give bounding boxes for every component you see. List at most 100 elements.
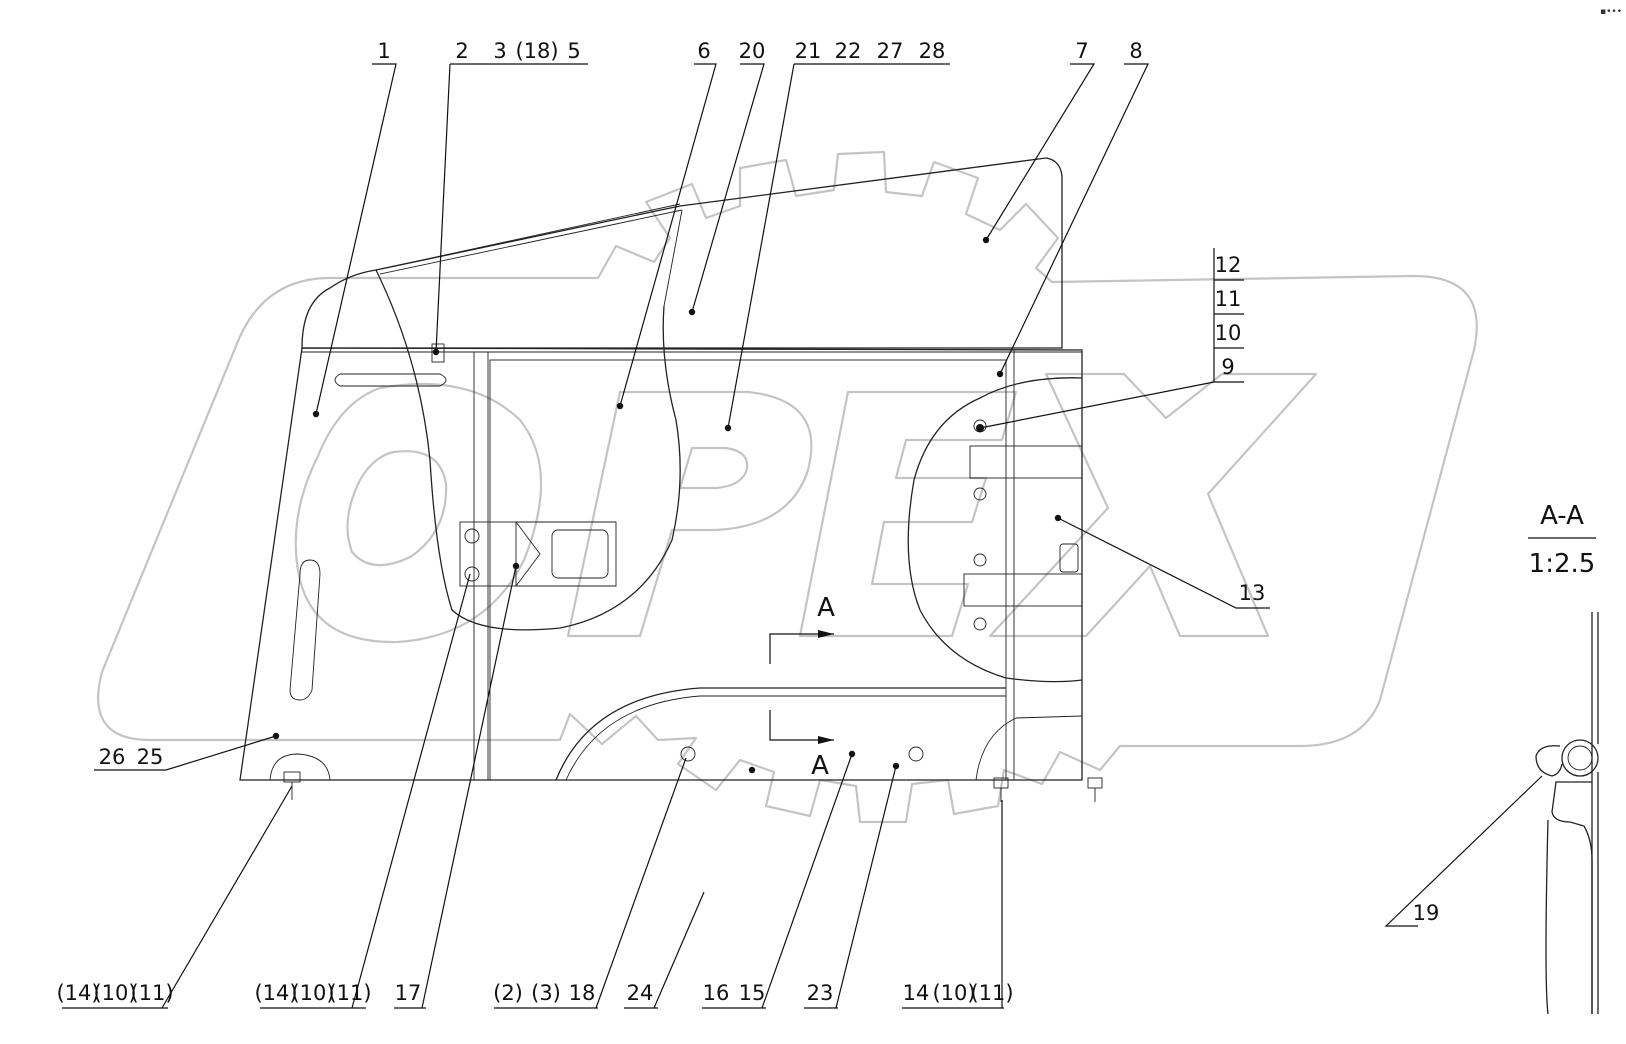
section-arrow-lower [769, 710, 834, 741]
part-wheel-arch-inner [565, 695, 1006, 781]
label-8: 8 [1129, 39, 1142, 63]
label-bottom-17: 17 [395, 981, 422, 1005]
label-21: 21 [795, 39, 822, 63]
bolt-arch-left [680, 746, 696, 762]
leader-14-10-11-mid [351, 573, 471, 1009]
label-bottom-10-a: (10) [93, 981, 136, 1005]
leader-dot-20 [688, 308, 696, 316]
bolt-lock-lower [464, 566, 480, 582]
leader-dot-6 [616, 402, 624, 410]
part-right-bracket-lower [963, 573, 1083, 607]
bolt-right-2 [973, 487, 987, 501]
label-18-paren: (18) [515, 39, 558, 63]
leader-24 [653, 891, 705, 1009]
leader-14-10-11-left [161, 785, 293, 1009]
part-lock-plate [459, 521, 517, 587]
label-bottom-15: 15 [739, 981, 766, 1005]
label-bottom-3: (3) [531, 981, 561, 1005]
section-mark-lower: A [811, 751, 829, 781]
leader-19 [1384, 775, 1543, 927]
leader-dot-8 [996, 370, 1004, 378]
watermark-letter-e [798, 390, 1018, 638]
part-labels: ▪••• 1 2 3 (18) 5 6 20 21 22 27 28 7 8 1… [56, 7, 1622, 1005]
section-view-a-a: A-A 1:2.5 [1528, 501, 1599, 1015]
leader-20 [691, 63, 765, 313]
leader-26-25 [94, 735, 277, 771]
label-bottom-14-b: (14) [254, 981, 297, 1005]
label-19: 19 [1413, 901, 1440, 925]
part-bottom-arch-left [269, 753, 331, 781]
label-bottom-11-c: (11) [970, 981, 1013, 1005]
label-7: 7 [1075, 39, 1088, 63]
label-25: 25 [137, 745, 164, 769]
bolt-top [431, 343, 445, 363]
bolt-right-3 [973, 553, 987, 567]
leader-dot-9 [976, 424, 984, 432]
panel-assembly [239, 157, 1103, 802]
part-right-bracket-upper [969, 445, 1083, 479]
section-seal-tube [1561, 739, 1599, 777]
section-cut-markers: A A [769, 593, 835, 781]
bolt-head-right-2 [1087, 777, 1103, 789]
section-seal-tube-inner [1567, 745, 1593, 771]
leader-1 [315, 63, 397, 415]
section-title: A-A [1540, 501, 1584, 531]
section-mark-upper: A [817, 593, 835, 623]
leader-dot-7 [982, 236, 990, 244]
label-28: 28 [919, 39, 946, 63]
opex-watermark-logo [97, 150, 1478, 824]
bolt-right-4 [973, 617, 987, 631]
part-wheel-arch [555, 687, 1006, 781]
part-lower-slot [289, 559, 321, 701]
leader-21 [727, 63, 795, 429]
leader-6 [619, 63, 717, 407]
leader-dot-21 [724, 424, 732, 432]
label-3: 3 [493, 39, 506, 63]
label-bottom-14-c: 14 [903, 981, 930, 1005]
leader-dot-24 [748, 766, 756, 774]
leader-17 [421, 565, 517, 1009]
label-bottom-11-a: (11) [130, 981, 173, 1005]
watermark-letter-p [566, 390, 813, 638]
section-arrow-upper [769, 633, 834, 664]
label-12: 12 [1215, 253, 1242, 277]
leader-dot-2 [432, 348, 440, 356]
label-6: 6 [697, 39, 710, 63]
part-right-post [1013, 349, 1083, 781]
leader-dot-16-15 [848, 750, 856, 758]
section-seal-lip [1535, 745, 1563, 777]
leader-dot-23 [892, 762, 900, 770]
bolt-arch-right [908, 746, 924, 762]
leader-8 [999, 63, 1149, 375]
label-10: 10 [1215, 321, 1242, 345]
leader-dot-17 [512, 562, 520, 570]
label-bottom-16: 16 [703, 981, 730, 1005]
label-1: 1 [377, 39, 390, 63]
part-upper-slot [334, 373, 447, 387]
part-vertical-pillar [473, 351, 489, 781]
part-handle-window [551, 529, 609, 579]
part-roof-frame [301, 157, 1063, 349]
section-arrowhead-lower [818, 736, 834, 744]
bolt-lock-upper [464, 528, 480, 544]
label-bottom-2: (2) [493, 981, 523, 1005]
part-right-lower-curve [975, 715, 1083, 781]
part-right-latch [1059, 543, 1079, 573]
part-roof-inner-edge [663, 209, 683, 307]
watermark-letter-x [988, 372, 1318, 638]
leader-dot-26-25 [272, 732, 280, 740]
label-bottom-14-a: (14) [56, 981, 99, 1005]
watermark-letter-o-outer [294, 382, 543, 644]
leader-lines [62, 63, 1543, 1009]
label-bottom-11-b: (11) [328, 981, 371, 1005]
leader-13 [1057, 517, 1270, 609]
label-bottom-10-b: (10) [291, 981, 334, 1005]
label-2: 2 [455, 39, 468, 63]
part-handle-recess [515, 521, 617, 587]
part-left-cover [375, 269, 681, 631]
leader-dot-13 [1054, 514, 1062, 522]
leader-2-3-18 [595, 757, 687, 1009]
corner-mark: ▪••• [1600, 7, 1622, 17]
leader-9 [979, 381, 1244, 429]
